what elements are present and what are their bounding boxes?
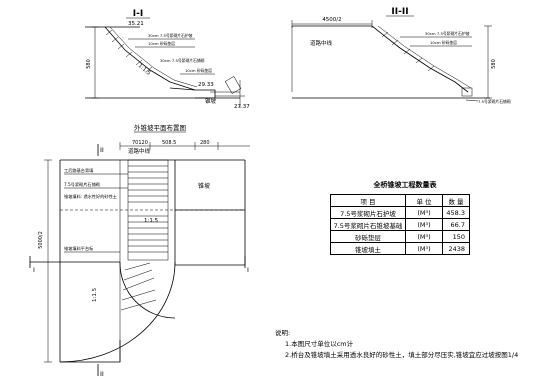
table-row: 7.5号浆砌片石锥坡基础 (M³) 66.7 [330, 218, 470, 231]
table-cell-value: 66.7 [442, 218, 470, 231]
notes-line-1: 1.本图尺寸单位以cm计 [285, 340, 354, 348]
table-cell-item: 7.5号浆砌片石锥坡基础 [330, 218, 406, 231]
section-1-dim-top: 35.21 [128, 21, 144, 27]
section-1-note-c: 30cm 7.5号浆砌片石铺砌 [160, 58, 205, 63]
table-cell-value: 150 [442, 230, 470, 243]
section-1-note-d: 10cm 砂砾垫层 [185, 68, 212, 73]
plan-center-line: 道路中线 [128, 147, 151, 155]
section-2-note-a: 30cm 7.5号浆砌片石护坡 [425, 31, 470, 36]
table-cell-unit: (M³) [405, 206, 443, 219]
plan-note-b: 7.5号浆砌片石铺砌 [64, 181, 100, 188]
section-2-dim-top: 4500/2 [322, 17, 341, 23]
plan-dim-a: 70120 [132, 140, 148, 146]
table-row: 砂砾垫层 (M³) 150 [330, 230, 470, 243]
section-1-elev-bottom: 27.37 [234, 104, 250, 110]
quantity-table-title: 全桥锥坡工程数量表 [373, 181, 437, 189]
table-header-value: 数 量 [442, 194, 470, 207]
plan-cone-hatch [120, 262, 157, 311]
notes-line-2: 2.桥台及锥坡填土采用透水良好的砂性土，填土部分尽压实,锥坡宜应过坡按图1/4 [285, 351, 519, 359]
plan-left-dim: 5000/2 [38, 231, 44, 249]
notes-title: 说明: [275, 329, 291, 337]
section-2-note-b: 10cm 砂砾垫层 [430, 40, 457, 45]
section-2-left-dim: 580 [491, 59, 497, 69]
plan-dim-b: 508.5 [162, 140, 176, 146]
table-cell-unit: (M³) [405, 242, 443, 255]
section-1-slope: 1:1.5 [137, 63, 152, 77]
table-cell-value: 458.3 [442, 206, 470, 219]
table-row: 锥坡填土 (M³) 2438 [330, 242, 470, 255]
section-2-title: II-II [391, 7, 408, 17]
plan-title: 外锥坡平面布置图 [134, 123, 186, 132]
section-1-note-b: 10cm 砂砾垫层 [148, 41, 175, 46]
plan-view: 外锥坡平面布置图 70120 508.5 280 II 道路中线 5000/2 [29, 123, 250, 378]
notes: 说明: 1.本图尺寸单位以cm计 2.桥台及锥坡填土采用透水良好的砂性土，填土部… [275, 328, 518, 361]
table-cell-item: 7.5号浆砌片石护坡 [330, 206, 406, 219]
plan-note-d: 锥坡填料平台标 [64, 245, 93, 252]
section-1-elev-mid: 29.33 [198, 82, 214, 88]
section-1-bridge: 锥坡 [205, 97, 217, 105]
table-cell-unit: (M³) [405, 230, 443, 243]
plan-bridge: 锥坡 [198, 182, 210, 190]
section-1-left-dim: 580 [86, 59, 92, 69]
plan-slope-hatch [128, 165, 168, 253]
section-1: I-I 580 35.21 30cm 7.5号浆砌片石护坡 10cm 砂砾垫层 [85, 9, 250, 110]
table-cell-unit: (M³) [405, 218, 443, 231]
section-2-center-line: 道路中线 [310, 39, 333, 47]
table-row: 7.5号浆砌片石护坡 (M³) 458.3 [330, 206, 470, 219]
table-header-item: 项 目 [330, 194, 406, 207]
plan-cut-II-bottom: II [100, 370, 104, 378]
plan-cut-I-right: I [247, 266, 249, 274]
plan-note-c: 锥坡填料: 透水性好的砂性土 [64, 193, 117, 200]
plan-cut-I-left: I [33, 266, 35, 274]
plan-slope-b: 1:1.5 [92, 287, 98, 302]
plan-slope: 1:1.5 [144, 218, 159, 224]
plan-cut-II-top: II [100, 146, 104, 154]
plan-dim-c: 280 [200, 140, 210, 146]
table-header-unit: 单 位 [405, 194, 443, 207]
table-cell-item: 锥坡填土 [330, 242, 406, 255]
table-cell-item: 砂砾垫层 [330, 230, 406, 243]
quantity-table: 项 目 单 位 数 量 7.5号浆砌片石护坡 (M³) 458.3 7.5号浆砌… [330, 194, 470, 255]
section-2: II-II 4500/2 580 道路中线 30cm 7.5号浆砌片石护坡 10… [291, 7, 511, 104]
section-1-title: I-I [133, 9, 143, 19]
section-1-note-a: 30cm 7.5号浆砌片石护坡 [148, 33, 193, 38]
section-2-note-c: 7.5号浆砌片石铺砌 [478, 99, 511, 104]
table-header-row: 项 目 单 位 数 量 [330, 194, 470, 207]
table-cell-value: 2438 [442, 242, 470, 255]
plan-note-a: 工后路基台背填 [64, 167, 93, 174]
